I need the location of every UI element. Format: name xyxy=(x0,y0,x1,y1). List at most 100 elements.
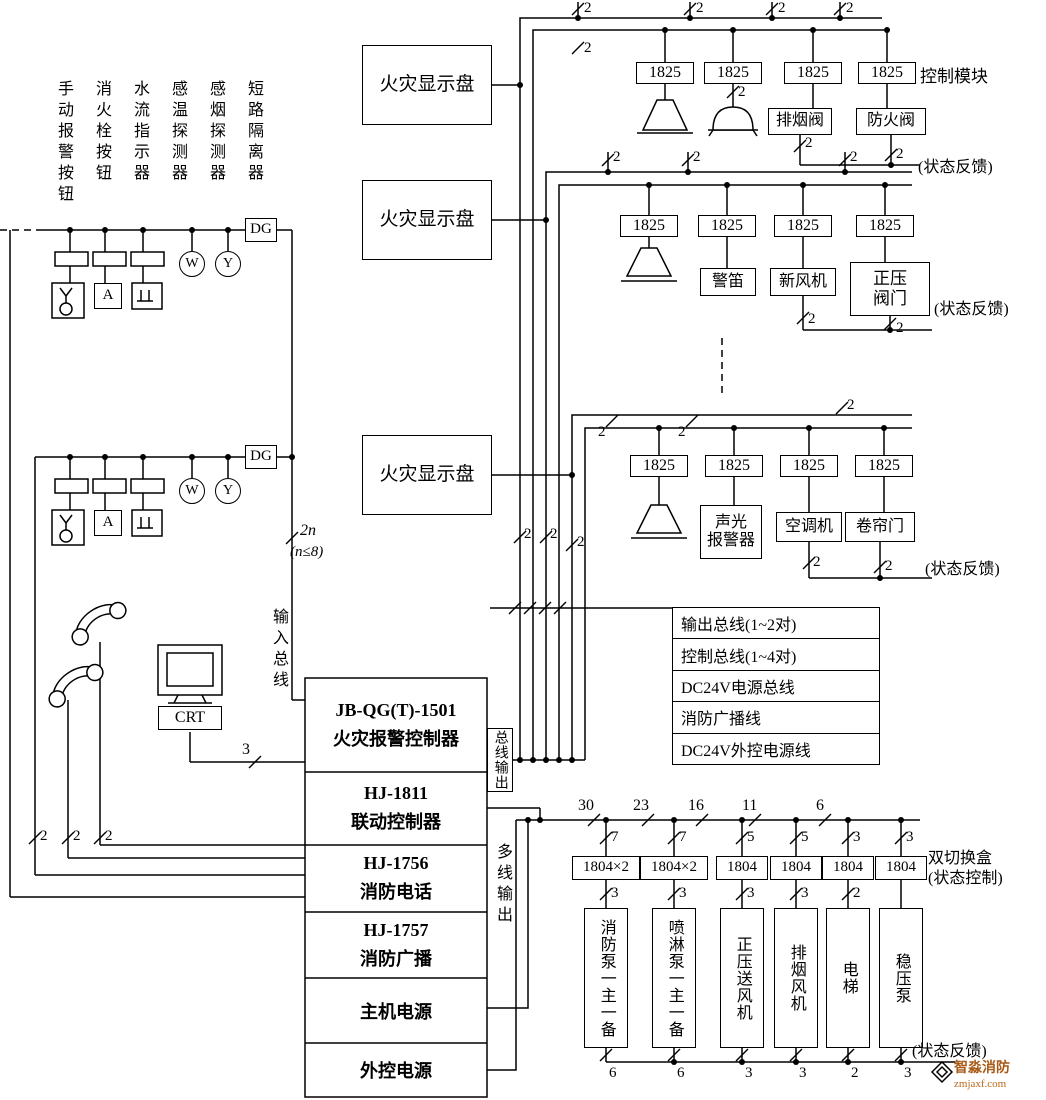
wire-count-label-text: 2 xyxy=(808,311,816,327)
dt-layer xyxy=(67,15,904,1065)
equip-drop-count-label: 2 xyxy=(853,885,869,903)
module-1825-box-text: 1825 xyxy=(711,216,743,234)
legend-fire-broadcast-line: 消防广播线 xyxy=(673,701,879,733)
watermark-name: 智淼消防 xyxy=(954,1061,1010,1076)
segment-count-label: 16 xyxy=(688,797,714,815)
wire-count-label: 2 xyxy=(584,40,598,56)
wire-count-label-text: 2 xyxy=(678,424,686,440)
wire-count-label-text: 2 xyxy=(850,149,858,165)
feedback-count-label: 3 xyxy=(745,1065,761,1083)
equipment-elevator-box-text: 电梯 xyxy=(839,961,857,995)
module-1804-box: 1804 xyxy=(822,856,874,880)
wire-count-label: 2 xyxy=(584,0,598,16)
siren-box-text: 警笛 xyxy=(711,272,744,290)
crt-wire-count-label: 3 xyxy=(242,741,258,759)
controller-section-fire-telephone-text: HJ-1756 xyxy=(363,853,429,873)
module-1804-box: 1804 xyxy=(716,856,768,880)
audible-visual-alarm-box-text-2: 报警器 xyxy=(706,532,755,549)
segment-count-label-text: 6 xyxy=(816,797,824,814)
line-legend-table: 输出总线(1~2对) 控制总线(1~4对) DC24V电源总线 消防广播线 DC… xyxy=(672,607,880,765)
segment-count-label: 30 xyxy=(578,797,604,815)
fire-display-panel-text: 火灾显示盘 xyxy=(379,74,475,96)
wire-count-label: 2 xyxy=(577,534,591,550)
module-1825-box-text: 1825 xyxy=(797,63,829,81)
status-feedback-label: (状态反馈) xyxy=(934,296,1029,318)
controller-section-fire-alarm-text: JB-QG(T)-1501 xyxy=(335,699,457,720)
fire-damper-box: 防火阀 xyxy=(856,108,926,135)
speaker-icon xyxy=(625,247,673,277)
drop-count-label-text: 7 xyxy=(611,829,619,845)
module-1804-box-text: 1804×2 xyxy=(651,859,697,876)
controller-section-main-power: 主机电源 xyxy=(305,978,487,1043)
equip-drop-count-label-text: 2 xyxy=(853,885,861,901)
equipment-sprinkler-pump-box: 喷淋泵一主一备 xyxy=(652,908,696,1048)
equip-drop-count-label-text: 3 xyxy=(801,885,809,901)
smoke-detector-symbol-text: Y xyxy=(222,255,234,271)
loop-note-label: (n≤8) xyxy=(290,544,352,562)
dual-switch-box-label: 双切换盒 xyxy=(928,846,1028,867)
controller-section-fire-telephone-text-2: 消防电话 xyxy=(360,882,432,902)
segment-count-label: 11 xyxy=(742,797,768,815)
air-conditioner-box: 空调机 xyxy=(776,512,842,542)
dual-switch-box-note-text: (状态控制) xyxy=(928,870,1003,887)
label-water-flow-indicator-text: 水流指示器 xyxy=(131,80,148,185)
label-heat-detector-text: 感温探测器 xyxy=(169,80,186,185)
module-1804-box-text: 1804 xyxy=(886,859,916,876)
fire-display-panel: 火灾显示盘 xyxy=(362,180,492,260)
controller-section-external-power-text: 外控电源 xyxy=(360,1061,432,1081)
input-bus-label-text: 输入总线 xyxy=(270,608,287,692)
controller-section-fire-broadcast-text: HJ-1757 xyxy=(363,919,429,940)
status-feedback-label-text: (状态反馈) xyxy=(925,561,1000,578)
dual-switch-box-label-text: 双切换盒 xyxy=(928,850,993,867)
equip-drop-count-label-text: 3 xyxy=(679,885,687,901)
wire-count-label: 2 xyxy=(850,149,864,165)
module-1825-box: 1825 xyxy=(704,62,762,84)
loop-count-label: 2n xyxy=(300,522,344,540)
hydrant-button-symbol-text: A xyxy=(102,287,114,304)
equipment-pressurization-fan-box: 正压送风机 xyxy=(720,908,764,1048)
wire-count-label: 2 xyxy=(896,320,910,336)
segment-count-label: 23 xyxy=(633,797,659,815)
rolling-door-box: 卷帘门 xyxy=(845,512,915,542)
rolling-door-box-text: 卷帘门 xyxy=(855,517,904,535)
wire-count-label-text: 2 xyxy=(696,0,704,16)
module-1804-box: 1804×2 xyxy=(640,856,708,880)
equip-drop-count-label: 3 xyxy=(801,885,817,903)
control-module-label-text: 控制模块 xyxy=(920,66,988,86)
controller-section-fire-telephone: HJ-1756 消防电话 xyxy=(305,845,487,912)
label-smoke-detector: 感烟探测器 xyxy=(203,80,227,220)
wire-count-label-text: 2 xyxy=(813,554,821,570)
drop-count-label: 7 xyxy=(679,829,695,847)
drop-count-label-text: 5 xyxy=(747,829,755,845)
equipment-smoke-exhaust-fan-box: 排烟风机 xyxy=(774,908,818,1048)
module-1825-box-text: 1825 xyxy=(787,216,819,234)
module-1804-box-text: 1804 xyxy=(833,859,863,876)
fire-telephone-icon xyxy=(48,663,104,708)
module-1804-box: 1804×2 xyxy=(572,856,640,880)
module-1825-box-text: 1825 xyxy=(869,216,901,234)
drop-count-label: 5 xyxy=(747,829,763,847)
dg-isolator-box-text: DG xyxy=(250,221,272,238)
label-manual-call-point-text: 手动报警按钮 xyxy=(55,80,72,206)
equipment-smoke-exhaust-fan-box-text: 排烟风机 xyxy=(787,944,805,1012)
wire-count-label-text: 2 xyxy=(738,84,746,100)
module-1825-box: 1825 xyxy=(630,455,688,477)
air-conditioner-box-text: 空调机 xyxy=(784,517,833,535)
wire-count-label: 2 xyxy=(678,424,692,440)
wire-count-label: 2 xyxy=(778,0,792,16)
module-1804-box: 1804 xyxy=(875,856,927,880)
wire-count-label-text: 2 xyxy=(40,828,48,844)
wire-count-label-text: 2 xyxy=(577,534,585,550)
module-1825-box-text: 1825 xyxy=(793,456,825,474)
legend-output-bus: 输出总线(1~2对) xyxy=(673,608,879,639)
controller-section-linkage-text: HJ-1811 xyxy=(363,783,428,803)
wire-count-label-text: 2 xyxy=(584,40,592,56)
module-1825-box-text: 1825 xyxy=(643,456,675,474)
feedback-count-label: 2 xyxy=(851,1065,867,1083)
equip-drop-count-label: 3 xyxy=(611,885,627,903)
wire-count-label: 2 xyxy=(613,149,627,165)
drop-count-label: 3 xyxy=(853,829,869,847)
wire-count-label: 2 xyxy=(73,828,87,844)
